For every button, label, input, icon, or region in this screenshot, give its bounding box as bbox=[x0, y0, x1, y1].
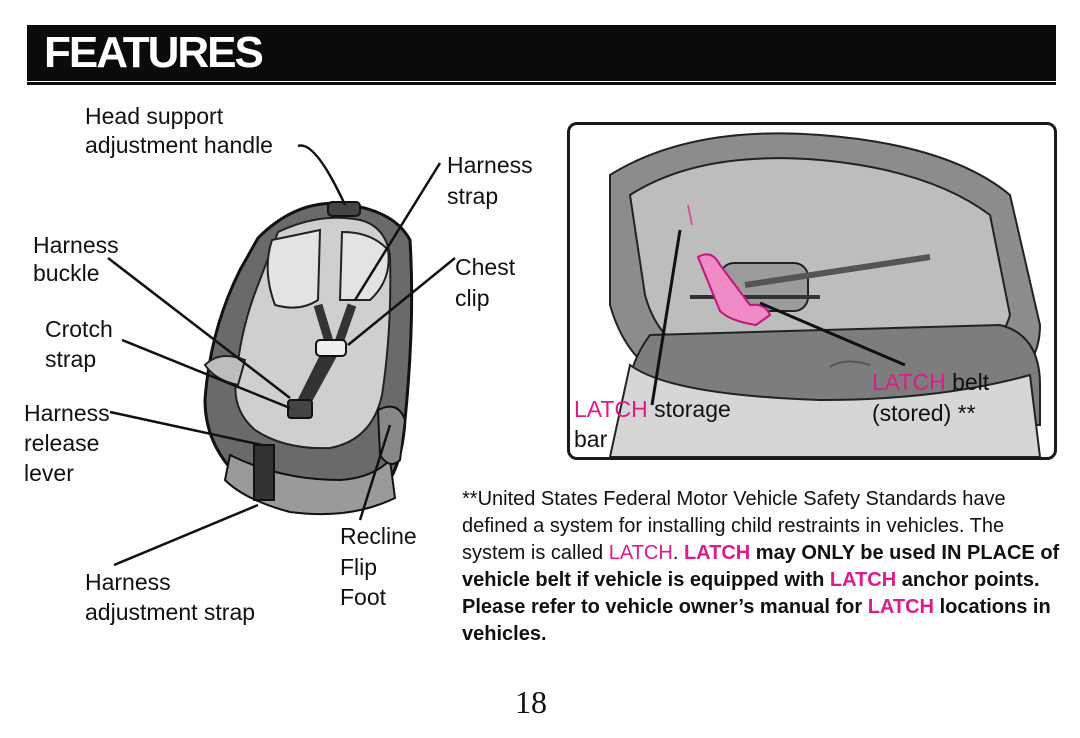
harness-buckle bbox=[287, 399, 313, 419]
label-recline-foot-2: Flip bbox=[340, 554, 378, 580]
harness-adjustment-strap bbox=[253, 444, 275, 501]
header-rule bbox=[27, 82, 1056, 85]
label-latch-belt: LATCH belt bbox=[872, 367, 989, 397]
chest-clip bbox=[315, 339, 347, 357]
label-latch-belt-2: (stored) ** bbox=[872, 400, 976, 426]
latch-word: LATCH bbox=[867, 596, 934, 618]
label-harness-release: Harness bbox=[24, 400, 110, 426]
label-head-support-2: adjustment handle bbox=[85, 132, 273, 158]
note-period: . bbox=[672, 542, 679, 564]
note-bold-2: anchor points. Please refer to vehicle o… bbox=[462, 569, 1040, 618]
label-harness-adjustment-2: adjustment strap bbox=[85, 599, 256, 625]
latch-word: LATCH bbox=[872, 369, 946, 395]
page-title: FEATURES bbox=[44, 28, 264, 77]
label-harness-strap-2: strap bbox=[447, 183, 499, 209]
label-harness-strap: Harness bbox=[447, 152, 533, 178]
note-text: **United States Federal Motor Vehicle Sa… bbox=[462, 488, 1006, 564]
latch-inset bbox=[567, 122, 1057, 460]
label-latch-storage-2: bar bbox=[574, 426, 608, 452]
belt-text: belt bbox=[952, 369, 990, 395]
note-bold-1: may ONLY be used IN PLACE of vehicle bel… bbox=[462, 542, 1060, 591]
label-crotch-strap-2: strap bbox=[45, 346, 97, 372]
page-number: 18 bbox=[515, 684, 547, 720]
label-recline-foot-3: Foot bbox=[340, 584, 387, 610]
header-bar bbox=[27, 25, 1056, 81]
latch-inset-illustration bbox=[608, 132, 1042, 457]
note-bold-3: locations in vehicles. bbox=[462, 596, 1051, 645]
label-head-support: Head support bbox=[85, 103, 224, 129]
label-crotch-strap: Crotch bbox=[45, 316, 113, 342]
label-harness-buckle-2: buckle bbox=[33, 260, 100, 286]
label-chest-clip-2: clip bbox=[455, 285, 490, 311]
latch-note: **United States Federal Motor Vehicle Sa… bbox=[462, 486, 1062, 648]
label-recline-foot: Recline bbox=[340, 523, 417, 549]
recline-foot bbox=[376, 405, 407, 465]
latch-word: LATCH bbox=[683, 542, 751, 564]
latch-word: LATCH bbox=[829, 569, 897, 591]
label-harness-release-2: release bbox=[24, 430, 100, 456]
latch-connector bbox=[696, 253, 772, 327]
label-chest-clip: Chest bbox=[455, 254, 516, 280]
label-harness-release-3: lever bbox=[24, 460, 74, 486]
leader-lines bbox=[107, 144, 456, 567]
latch-word: LATCH bbox=[608, 542, 673, 564]
label-latch-storage: LATCH storage bbox=[574, 394, 731, 424]
label-harness-adjustment: Harness bbox=[85, 569, 171, 595]
storage-text: storage bbox=[654, 396, 731, 422]
latch-word: LATCH bbox=[574, 396, 648, 422]
label-harness-buckle: Harness bbox=[33, 232, 119, 258]
